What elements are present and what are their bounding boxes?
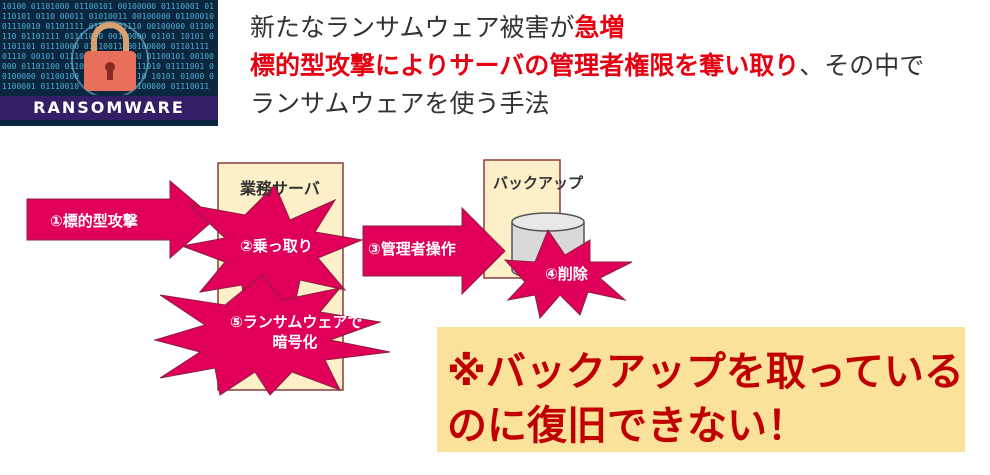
padlock-icon bbox=[71, 21, 149, 95]
step5-line1: ⑤ランサムウェアで bbox=[230, 313, 363, 331]
warning-callout: ※バックアップを取っている のに復旧できない！ bbox=[437, 327, 965, 452]
step3-label: ③管理者操作 bbox=[368, 240, 456, 258]
step5-line2: 暗号化 bbox=[272, 333, 318, 351]
step5-label: ⑤ランサムウェアで暗号化 bbox=[230, 312, 363, 352]
starburst-step5 bbox=[153, 274, 391, 396]
step1-label: ①標的型攻撃 bbox=[50, 212, 138, 230]
arrow-step3 bbox=[362, 206, 506, 296]
step2-label: ②乗っ取り bbox=[240, 237, 313, 255]
server-label: 業務サーバ bbox=[240, 179, 320, 198]
arrow-step1 bbox=[26, 179, 216, 260]
backup-label: バックアップ bbox=[493, 174, 584, 192]
line1-text: 新たなランサムウェア被害が bbox=[250, 13, 575, 42]
warning-line-1: ※バックアップを取っている bbox=[447, 349, 964, 395]
header-line-1: 新たなランサムウェア被害が急増 bbox=[250, 8, 625, 44]
starburst-step4 bbox=[503, 228, 633, 320]
line2-emphasis: 標的型攻撃によりサーバの管理者権限を奪い取り bbox=[250, 51, 800, 80]
header-line-2: 標的型攻撃によりサーバの管理者権限を奪い取り、その中で bbox=[250, 46, 924, 82]
starburst-step2 bbox=[180, 184, 364, 320]
warning-line-2: のに復旧できない！ bbox=[447, 403, 807, 449]
ransomware-caption: RANSOMWARE bbox=[0, 96, 218, 120]
line1-emphasis: 急増 bbox=[574, 13, 625, 42]
ransomware-image: 10100 01101000 01100101 00100000 0111000… bbox=[0, 0, 218, 126]
step4-label: ④削除 bbox=[545, 265, 588, 283]
line2-text: 、その中で bbox=[799, 51, 925, 80]
header-line-3: ランサムウェアを使う手法 bbox=[250, 89, 550, 118]
